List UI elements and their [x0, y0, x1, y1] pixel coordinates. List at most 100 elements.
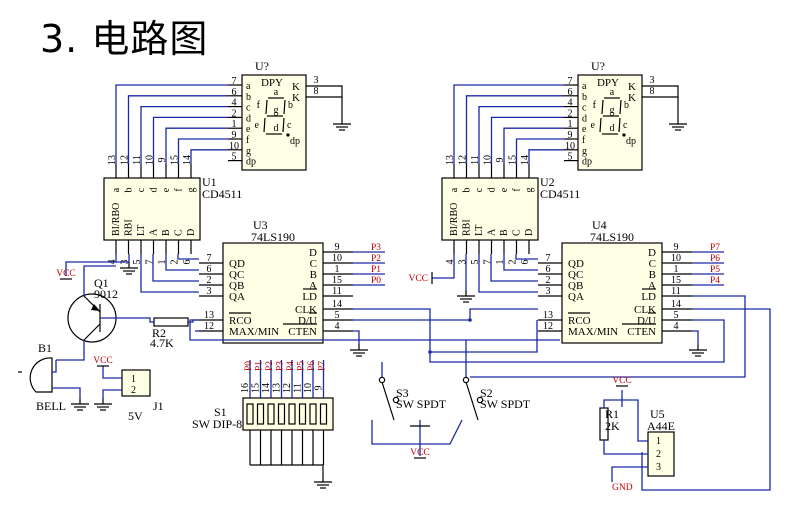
decoder-pin-number: 5 — [132, 260, 143, 265]
counter-pin-number: 12 — [543, 321, 553, 332]
common-pin: 8 — [650, 86, 655, 97]
seg-b — [619, 99, 622, 115]
dip-net: P0 — [244, 361, 254, 371]
display-ref: U? — [591, 59, 605, 73]
decoder-counter-wire — [140, 254, 199, 293]
segment-pin: 2 — [568, 108, 573, 119]
decoder-pin-label: C — [174, 229, 185, 236]
counter-pin-label: QB — [229, 280, 244, 292]
common-pin: 3 — [314, 75, 319, 86]
net-label: P6 — [710, 254, 720, 264]
resistor-value: 4.7K — [150, 336, 174, 350]
segment-label: dp — [582, 157, 592, 168]
connector-pin: 2 — [131, 385, 136, 396]
seg-dp — [286, 133, 290, 137]
counter-pin-label: C — [310, 258, 317, 270]
switch-common-wire — [371, 419, 463, 445]
counter-ref: U4 — [592, 218, 607, 232]
segment-label: c — [246, 103, 251, 114]
display-name: DPY — [261, 77, 283, 89]
dip-lever — [277, 403, 286, 425]
dip-body — [242, 397, 334, 431]
segment-pin: 7 — [232, 76, 237, 87]
resistor-r2 — [153, 317, 189, 327]
segment-wire — [152, 116, 228, 164]
common-wire — [306, 85, 343, 97]
counter-pin-number: 3 — [207, 286, 212, 297]
segment-wire — [490, 116, 564, 164]
seg-letter: d — [274, 123, 279, 134]
decoder-pin-number: 5 — [470, 260, 481, 265]
decoder-pin-number: 7 — [145, 260, 156, 265]
segment-wire — [515, 138, 564, 164]
decoder-pin-label: LT — [474, 225, 485, 236]
decoder-pin-number: 10 — [483, 155, 494, 165]
sensor-body — [647, 431, 675, 477]
counter-pin-number: 4 — [335, 321, 340, 332]
vcc-label: VCC — [410, 448, 430, 458]
counter-pin-label: C — [649, 258, 656, 270]
dip-pin-number: 11 — [293, 383, 304, 393]
segment-label: dp — [246, 157, 256, 168]
seg-letter: e — [591, 120, 596, 131]
switch-terminal — [392, 396, 400, 404]
segment-pin: 4 — [232, 98, 237, 109]
decoder-pin-number: 15 — [508, 155, 519, 165]
counter-pin-number: 15 — [671, 275, 681, 286]
decoder-pin-label: g — [524, 188, 535, 193]
decoder-pin-label: BI/RBO — [111, 203, 122, 236]
clk-sensor-wire — [641, 308, 771, 491]
seg-letter: c — [623, 120, 628, 131]
segment-wire — [503, 127, 564, 164]
vcc-label: VCC — [56, 269, 76, 279]
decoder-pin-number: 9 — [495, 158, 506, 163]
common-pin: 3 — [650, 75, 655, 86]
buzzer-ref: B1 — [38, 341, 52, 355]
counter-pin-number: 2 — [546, 275, 551, 286]
net-label: P3 — [371, 243, 381, 253]
seg-letter: g — [610, 105, 615, 116]
ld-wire — [470, 295, 746, 378]
segment-pin: 7 — [568, 76, 573, 87]
display-name: DPY — [597, 77, 619, 89]
dip-lever — [246, 403, 254, 425]
sensor-vcc-wire — [622, 399, 648, 442]
segment-pin: 1 — [568, 119, 573, 130]
decoder-pin-number: 12 — [458, 155, 469, 165]
segment-pin: 5 — [568, 152, 573, 163]
counter-pin-number: 5 — [674, 310, 679, 321]
sensor-out-wire — [603, 440, 648, 455]
connector-body — [121, 369, 151, 397]
decoder-pin-number: 1 — [157, 260, 168, 265]
counter-pin-label: QC — [229, 269, 244, 281]
segment-pin: 10 — [229, 141, 239, 152]
emitter-wire — [83, 265, 116, 296]
counter-pin-number: 7 — [207, 253, 212, 264]
counter-pin-label: QB — [568, 280, 583, 292]
decoder-pin-number: 2 — [508, 260, 519, 265]
dip-lever — [267, 403, 275, 425]
common-label: K — [628, 81, 636, 93]
decoder-pin-number: 9 — [157, 158, 168, 163]
seg-e — [599, 117, 602, 133]
decoder-pin-label: a — [449, 187, 460, 192]
du2-wire — [429, 319, 725, 363]
counter-body — [222, 242, 324, 344]
seg-c — [282, 117, 285, 133]
dip-lever — [256, 403, 265, 425]
vcc-wire — [432, 254, 455, 279]
dip-ref: S1 — [214, 405, 227, 419]
decoder-pin-number: 2 — [170, 260, 181, 265]
dip-net: P5 — [297, 361, 307, 371]
segment-label: g — [582, 146, 587, 157]
decoder-pin-label: b — [462, 188, 473, 193]
counter-pin-number: 14 — [671, 299, 681, 310]
decoder-pin-label: RBI — [462, 219, 473, 236]
sensor-gnd-wire — [611, 466, 648, 482]
decoder-counter-wire — [478, 254, 538, 293]
dip-lever — [288, 403, 296, 425]
segment-label: e — [246, 124, 251, 135]
seg-letter: e — [255, 120, 260, 131]
dip-pin-number: 13 — [272, 383, 283, 393]
decoder-pin-number: 6 — [520, 260, 531, 265]
